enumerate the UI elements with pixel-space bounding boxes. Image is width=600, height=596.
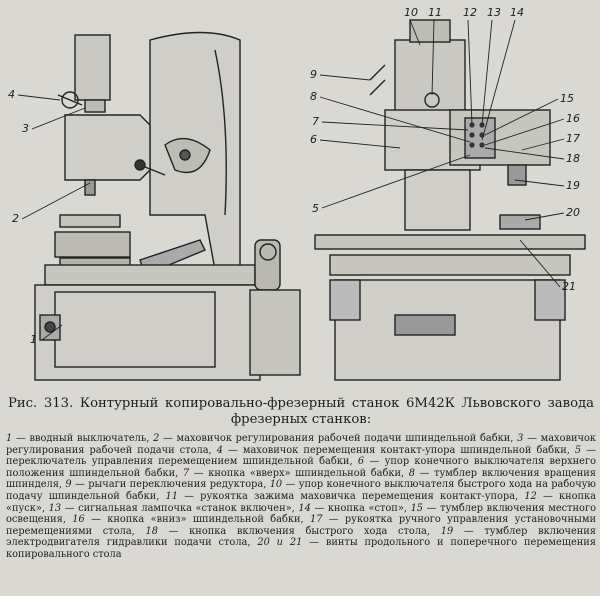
legend-item-text: — тумблер включения вращения шпинделя,: [6, 467, 596, 491]
legend-item-number: 9: [65, 479, 72, 491]
side-view-drawing: [314, 19, 586, 381]
legend-item-number: 2: [153, 433, 160, 444]
legend-item: 19 — тумблер включения электродвигателя …: [6, 526, 596, 549]
callout-17: 17: [566, 132, 580, 145]
legend-item-text: — маховичок регулирования рабочей подачи…: [6, 433, 597, 456]
legend-item: 16 — кнопка «вниз» шпиндельной бабки,: [72, 514, 310, 525]
legend-item: 15 — тумблер включения местного освещени…: [6, 503, 596, 526]
legend-item-text: — кнопка «пуск»,: [6, 490, 596, 514]
legend-item-text: — винты продольного и поперечного переме…: [6, 537, 596, 560]
callout-10: 10: [404, 6, 418, 19]
legend-item-text: — кнопка включения быстрого хода стола,: [157, 525, 441, 537]
legend-item: 2 — маховичок регулирования рабочей пода…: [153, 433, 517, 444]
legend-item-text: — рычаги переключения редуктора,: [71, 479, 270, 491]
legend-item-text: — рукоятка ручного управления установочн…: [6, 514, 596, 537]
leader-lines: [17, 19, 565, 341]
legend-item-text: — тумблер включения местного освещения,: [6, 502, 596, 526]
legend-item-number: 1: [6, 433, 13, 444]
legend-item: 18 — кнопка включения быстрого хода стол…: [146, 526, 441, 537]
figure-legend: 1 — вводный выключатель, 2 — маховичок р…: [6, 433, 596, 561]
callout-13: 13: [487, 6, 501, 19]
legend-item-number: 16: [72, 514, 85, 526]
legend-item-number: 11: [165, 490, 179, 502]
legend-item: 7 — кнопка «вверх» шпиндельной бабки,: [183, 468, 409, 479]
legend-item-text: — маховичок перемещения контакт-упора шп…: [222, 444, 575, 456]
callout-21: 21: [562, 280, 576, 293]
machine-illustration: 1 2 3 4 5 6 7 8 9 10 11 12 13 14 15 16 1…: [8, 6, 586, 381]
legend-item-number: 6: [357, 456, 365, 468]
callout-7: 7: [312, 115, 319, 128]
callout-5: 5: [312, 202, 319, 215]
legend-item-number: 3: [517, 433, 524, 444]
legend-item-number: 10: [269, 479, 283, 491]
callout-11: 11: [428, 6, 442, 19]
legend-item: 17 — рукоятка ручного управления установ…: [6, 514, 596, 537]
legend-item-text: — маховичок регулирования рабочей подачи…: [159, 433, 518, 444]
legend-item-text: — кнопка «стоп»,: [310, 502, 411, 514]
legend-item: 6 — упор конечного выключателя верхнего …: [6, 456, 596, 479]
legend-item-number: 12: [524, 490, 537, 502]
legend-item-text: — тумблер включения электродвигателя гид…: [6, 525, 596, 549]
legend-item: 14 — кнопка «стоп»,: [298, 503, 410, 514]
legend-item: 20 и 21 — винты продольного и поперечног…: [6, 537, 596, 560]
legend-item: 5 — переключатель управления перемещение…: [6, 445, 596, 468]
legend-item-number: 17: [309, 514, 323, 526]
legend-item-number: 14: [298, 502, 311, 514]
legend-item-number: 13: [48, 502, 62, 514]
legend-item-number: 15: [410, 502, 424, 514]
legend-item-number: 5: [574, 444, 582, 456]
legend-item: 3 — маховичок регулирования рабочей пода…: [6, 433, 596, 456]
legend-item-number: 20 и 21: [257, 537, 303, 549]
legend-item-text: — кнопка «вверх» шпиндельной бабки,: [189, 467, 409, 479]
callout-8: 8: [310, 90, 317, 103]
figure-caption: Рис. 313. Контурный копировально-фрезерн…: [8, 396, 594, 427]
callout-12: 12: [463, 6, 477, 19]
callout-18: 18: [566, 152, 580, 165]
legend-item-number: 8: [408, 467, 416, 479]
legend-item: 9 — рычаги переключения редуктора,: [65, 479, 269, 490]
legend-item: 12 — кнопка «пуск»,: [6, 491, 596, 514]
legend-item-text: — вводный выключатель,: [12, 433, 154, 444]
callout-14: 14: [510, 6, 524, 19]
legend-item: 1 — вводный выключатель,: [6, 433, 153, 444]
legend-item: 8 — тумблер включения вращения шпинделя,: [6, 468, 596, 491]
front-view-drawing: [34, 31, 301, 381]
legend-item-text: — сигнальная лампочка «станок включен»,: [61, 502, 299, 514]
callout-1: 1: [30, 333, 37, 346]
callout-9: 9: [310, 68, 317, 81]
legend-item-text: — упор конечного выключателя верхнего по…: [6, 456, 596, 479]
callout-15: 15: [560, 92, 574, 105]
legend-item-text: — кнопка «вниз» шпиндельной бабки,: [84, 514, 310, 526]
legend-item: 11 — рукоятка зажима маховичка перемещен…: [166, 491, 525, 502]
legend-item-text: — переключатель управления перемещением …: [6, 444, 596, 468]
legend-item-text: — упор конечного выключателя быстрого хо…: [6, 479, 596, 502]
callout-2: 2: [12, 212, 19, 225]
legend-item-number: 4: [216, 444, 223, 456]
legend-item-text: — рукоятка зажима маховичка перемещения …: [178, 490, 525, 502]
callout-19: 19: [566, 179, 580, 192]
legend-item: 10 — упор конечного выключателя быстрого…: [6, 479, 596, 502]
legend-item-number: 7: [182, 467, 190, 479]
legend-item-number: 19: [440, 525, 454, 537]
callout-6: 6: [310, 133, 317, 146]
callout-16: 16: [566, 112, 580, 125]
callout-4: 4: [8, 88, 15, 101]
callout-20: 20: [566, 206, 580, 219]
legend-item-number: 18: [145, 525, 158, 537]
legend-item: 4 — маховичок перемещения контакт-упора …: [217, 445, 575, 456]
callout-3: 3: [22, 122, 29, 135]
legend-item: 13 — сигнальная лампочка «станок включен…: [49, 503, 299, 514]
